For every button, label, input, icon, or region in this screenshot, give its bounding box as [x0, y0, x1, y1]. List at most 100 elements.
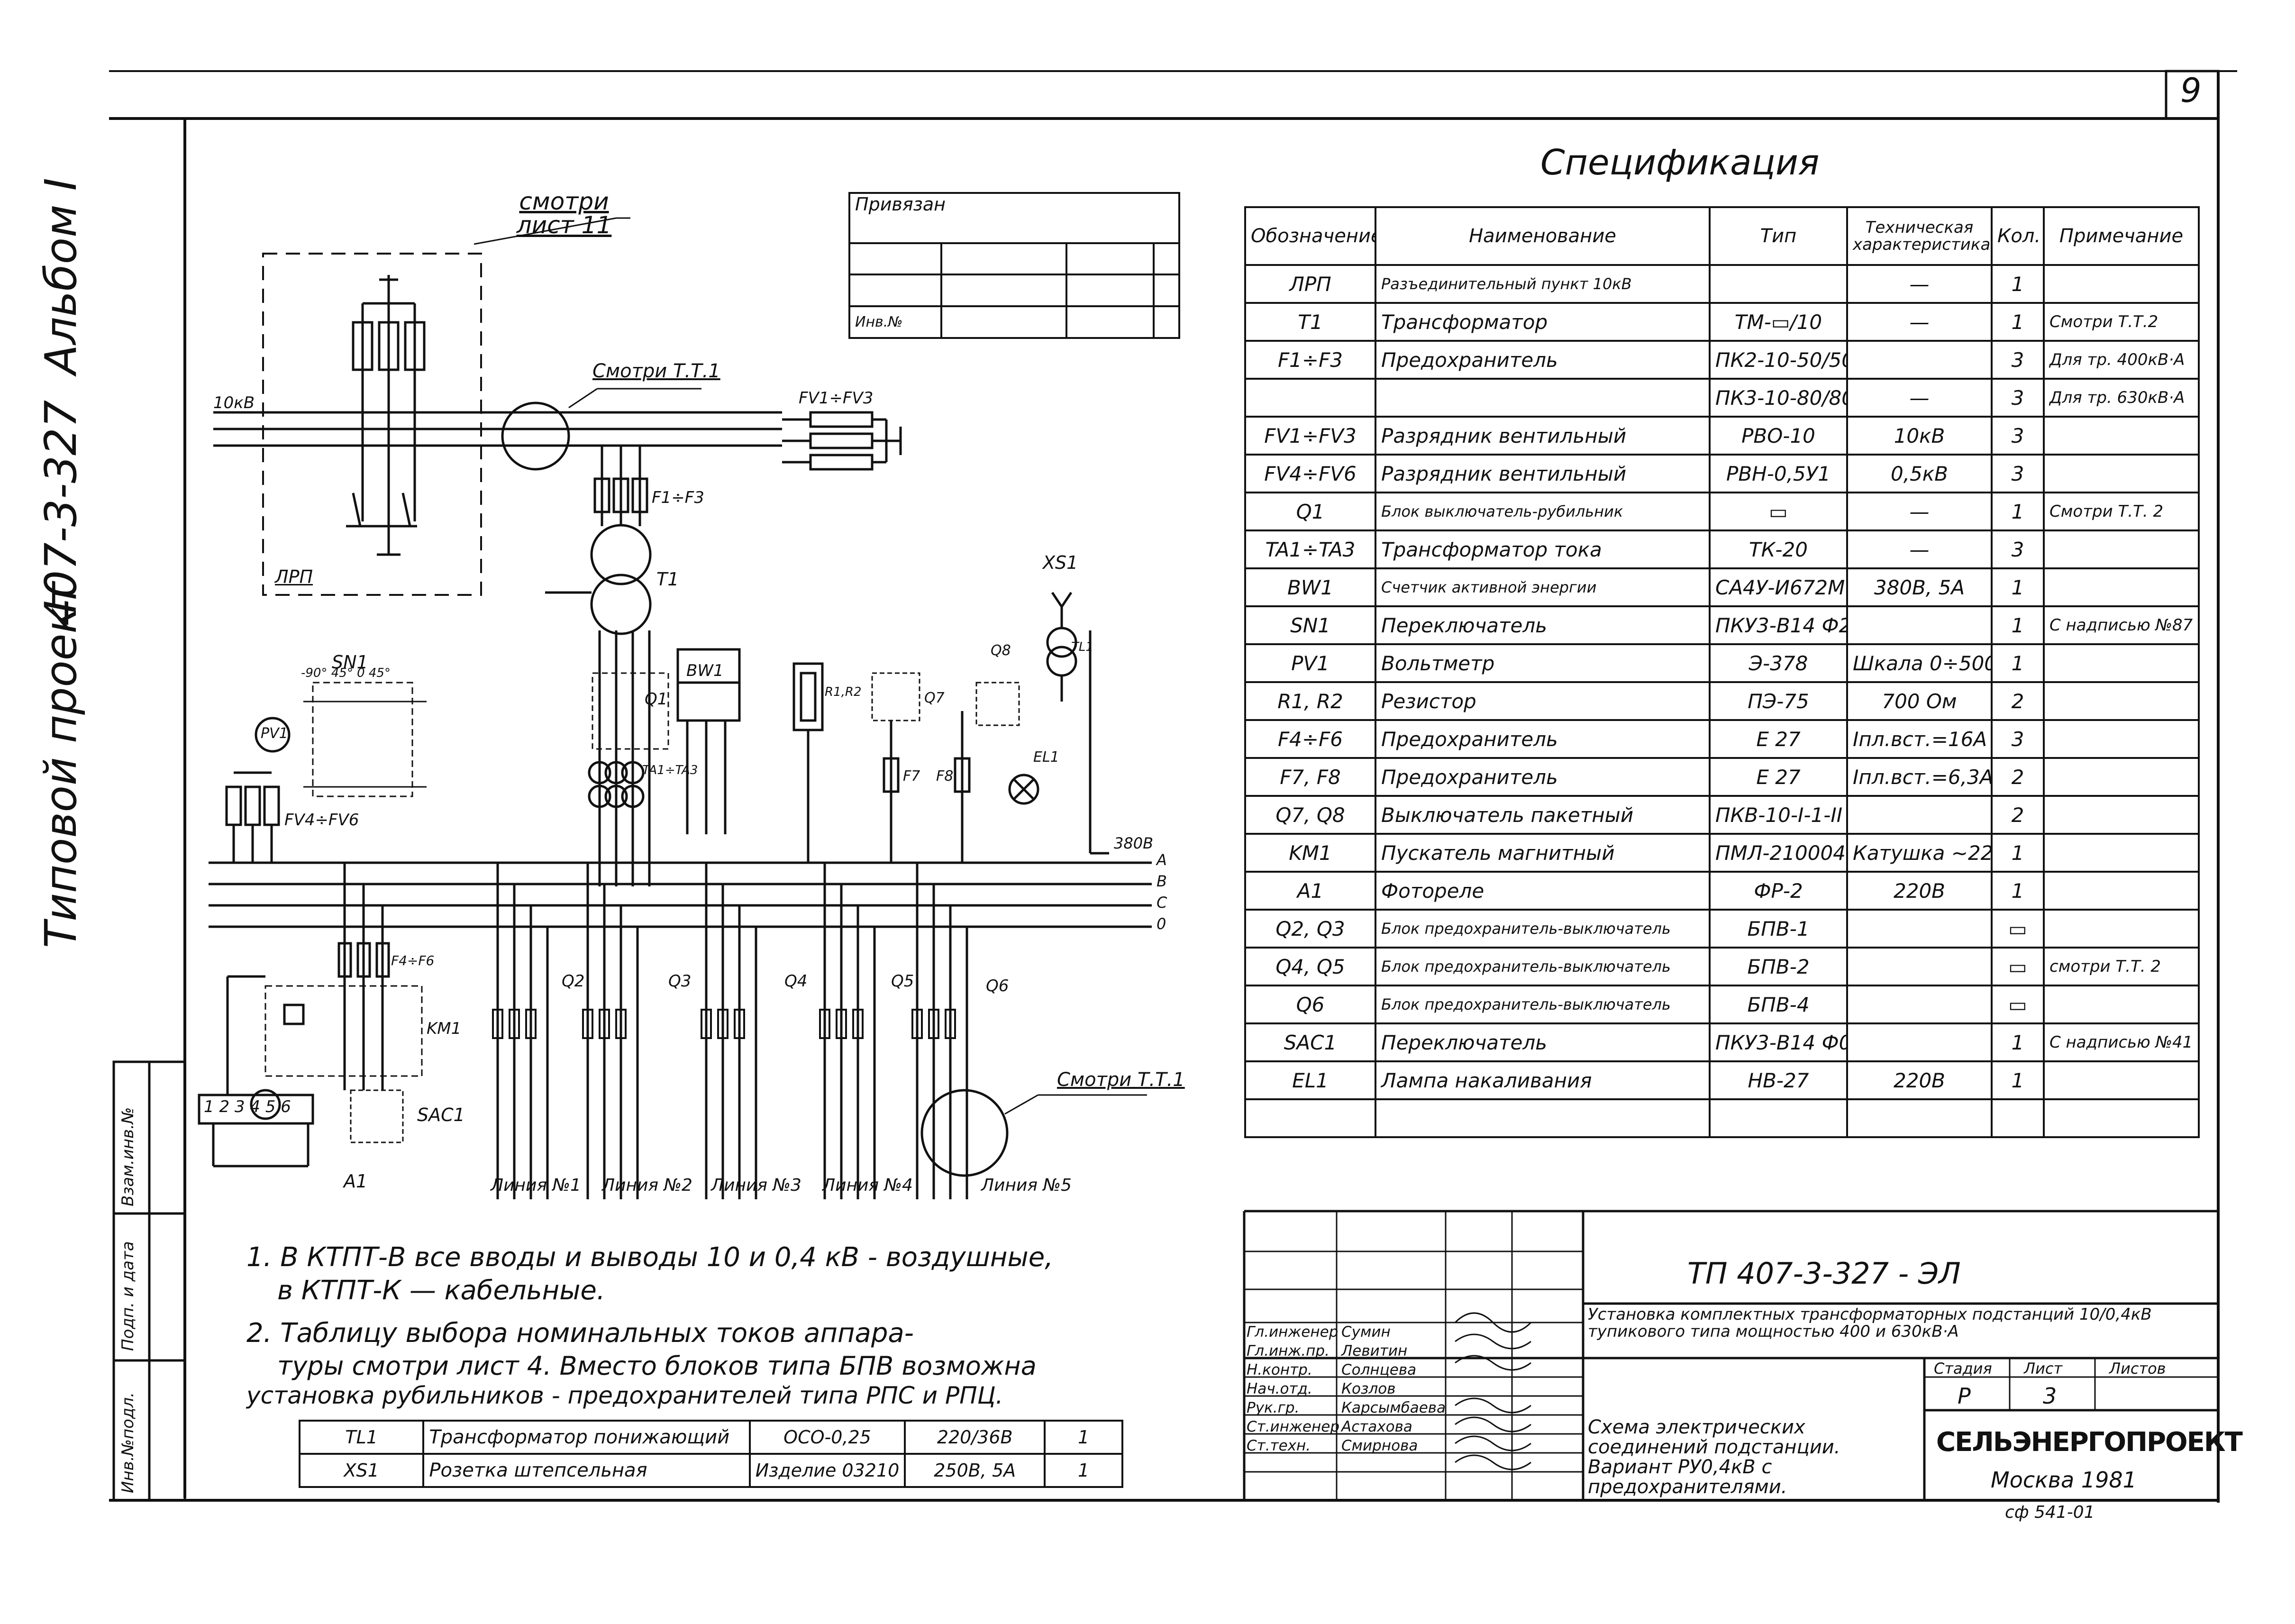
- spec-header-name: Наименование: [1375, 206, 1711, 266]
- spec-cell-note: [2043, 795, 2200, 835]
- spec-cell-type: [1709, 264, 1848, 304]
- spec-cell-spec: [1846, 1022, 1993, 1062]
- spec-cell-note: С надписью №87: [2043, 605, 2200, 645]
- spec-cell-spec: Iпл.вст.=6,3А: [1846, 757, 1993, 797]
- signature-role: Гл.инж.пр.: [1247, 1342, 1330, 1359]
- note-1-line-2: в КТПТ-К — кабельные.: [277, 1275, 605, 1306]
- spec-cell-qty: ▭: [1991, 909, 2045, 949]
- spec-cell-spec: Шкала 0÷500В: [1846, 643, 1993, 683]
- organization: СЕЛЬЭНЕРГОПРОЕКТ: [1936, 1427, 2243, 1458]
- label-q8: Q8: [991, 642, 1011, 659]
- spec-cell-note: [2043, 719, 2200, 759]
- spec-cell-qty: 1: [1991, 492, 2045, 531]
- spec-cell-name: Блок предохранитель-выключатель: [1375, 985, 1711, 1024]
- spec-cell-type: РВО-10: [1709, 416, 1848, 456]
- spec-cell-note: [2043, 871, 2200, 911]
- label-f1-f3: F1÷F3: [652, 488, 704, 507]
- spec-cell-name: Счетчик активной энергии: [1375, 567, 1711, 607]
- spec-cell-name: Предохранитель: [1375, 719, 1711, 759]
- binding-stamp-header: Привязан: [848, 192, 1180, 244]
- spec-cell-qty: 3: [1991, 719, 2045, 759]
- spec-cell-note: [2043, 454, 2200, 493]
- spec-cell-designation: R1, R2: [1244, 681, 1376, 721]
- binding-stamp-inv: Инв.№: [848, 305, 942, 339]
- city-year: Москва 1981: [1991, 1467, 2137, 1493]
- label-q4: Q4: [784, 972, 808, 991]
- spec-cell-qty: 3: [1991, 378, 2045, 418]
- spec-cell-note: Для тр. 630кВ·А: [2043, 378, 2200, 418]
- spec-cell-name: Блок предохранитель-выключатель: [1375, 909, 1711, 949]
- spec-cell-designation: A1: [1244, 871, 1376, 911]
- sheet-value: 3: [2043, 1383, 2057, 1409]
- spec-cell-spec: —: [1846, 302, 1993, 342]
- spec-cell-designation: Q1: [1244, 492, 1376, 531]
- spec-cell-name: Лампа накаливания: [1375, 1060, 1711, 1100]
- spec-cell-qty: 1: [1991, 1022, 2045, 1062]
- signature-name: Астахова: [1341, 1418, 1412, 1435]
- lower-cell-spec: 220/36В: [904, 1420, 1046, 1455]
- doc-code: ТП 407-3-327 - ЭЛ: [1687, 1256, 1961, 1291]
- spec-cell-type: ТМ-▭/10: [1709, 302, 1848, 342]
- spec-cell-designation: TA1÷TA3: [1244, 529, 1376, 569]
- spec-cell-name: [1375, 378, 1711, 418]
- spec-cell-spec: 220В: [1846, 871, 1993, 911]
- signature-name: Сумин: [1341, 1323, 1391, 1341]
- spec-cell-spec: —: [1846, 529, 1993, 569]
- spec-cell-type: ПК2-10-50/50-12,5У3: [1709, 340, 1848, 380]
- label-phase-a: A: [1157, 851, 1167, 869]
- spec-cell-qty: 1: [1991, 567, 2045, 607]
- spec-header-spec: Техническая характеристика: [1846, 206, 1993, 266]
- label-sn1-angles: -90° 45° 0 45°: [301, 666, 391, 680]
- label-sn1: SN1: [332, 652, 368, 673]
- binding-stamp: Привязан Инв.№: [848, 192, 1180, 339]
- note-2-line-3: установка рубильников - предохранителей …: [246, 1382, 1003, 1409]
- spec-cell-qty: 3: [1991, 454, 2045, 493]
- label-a1: A1: [344, 1171, 368, 1192]
- spec-cell-spec: 0,5кВ: [1846, 454, 1993, 493]
- spec-cell-name: Трансформатор тока: [1375, 529, 1711, 569]
- spec-cell-name: Вольтметр: [1375, 643, 1711, 683]
- spec-cell-note: [2043, 264, 2200, 304]
- spec-cell-name: Пускатель магнитный: [1375, 833, 1711, 873]
- spec-cell-note: [2043, 833, 2200, 873]
- signature-name: Левитин: [1341, 1342, 1408, 1359]
- spec-cell-name: Трансформатор: [1375, 302, 1711, 342]
- spec-cell-qty: 3: [1991, 529, 2045, 569]
- spec-cell-note: [2043, 909, 2200, 949]
- spec-cell-type: БПВ-4: [1709, 985, 1848, 1024]
- spec-cell-spec: [1846, 795, 1993, 835]
- label-line-5: Линия №5: [981, 1176, 1072, 1195]
- spec-cell-qty: 1: [1991, 1060, 2045, 1100]
- spec-cell-note: Смотри Т.Т. 2: [2043, 492, 2200, 531]
- lower-cell-name: Трансформатор понижающий: [422, 1420, 751, 1455]
- spec-cell-name: Переключатель: [1375, 1022, 1711, 1062]
- spec-cell-designation: FV1÷FV3: [1244, 416, 1376, 456]
- label-fv1-fv3: FV1÷FV3: [799, 389, 874, 408]
- spec-cell-note: [2043, 757, 2200, 797]
- spec-cell-note: [2043, 985, 2200, 1024]
- note-2-line-1: 2. Таблицу выбора номинальных токов аппа…: [246, 1318, 914, 1349]
- spec-cell-qty: 1: [1991, 605, 2045, 645]
- spec-cell-name: Блок выключатель-рубильник: [1375, 492, 1711, 531]
- spec-cell-qty: 1: [1991, 264, 2045, 304]
- spec-cell-name: Фотореле: [1375, 871, 1711, 911]
- spec-cell-type: Е 27: [1709, 719, 1848, 759]
- spec-cell-type: НВ-27: [1709, 1060, 1848, 1100]
- spec-cell-designation: T1: [1244, 302, 1376, 342]
- label-line-2: Линия №2: [602, 1176, 692, 1195]
- album-label: Альбом I: [36, 178, 86, 374]
- spec-cell-type: ФР-2: [1709, 871, 1848, 911]
- sheet-number: 9: [2180, 71, 2202, 110]
- label-r1r2: R1,R2: [825, 685, 862, 699]
